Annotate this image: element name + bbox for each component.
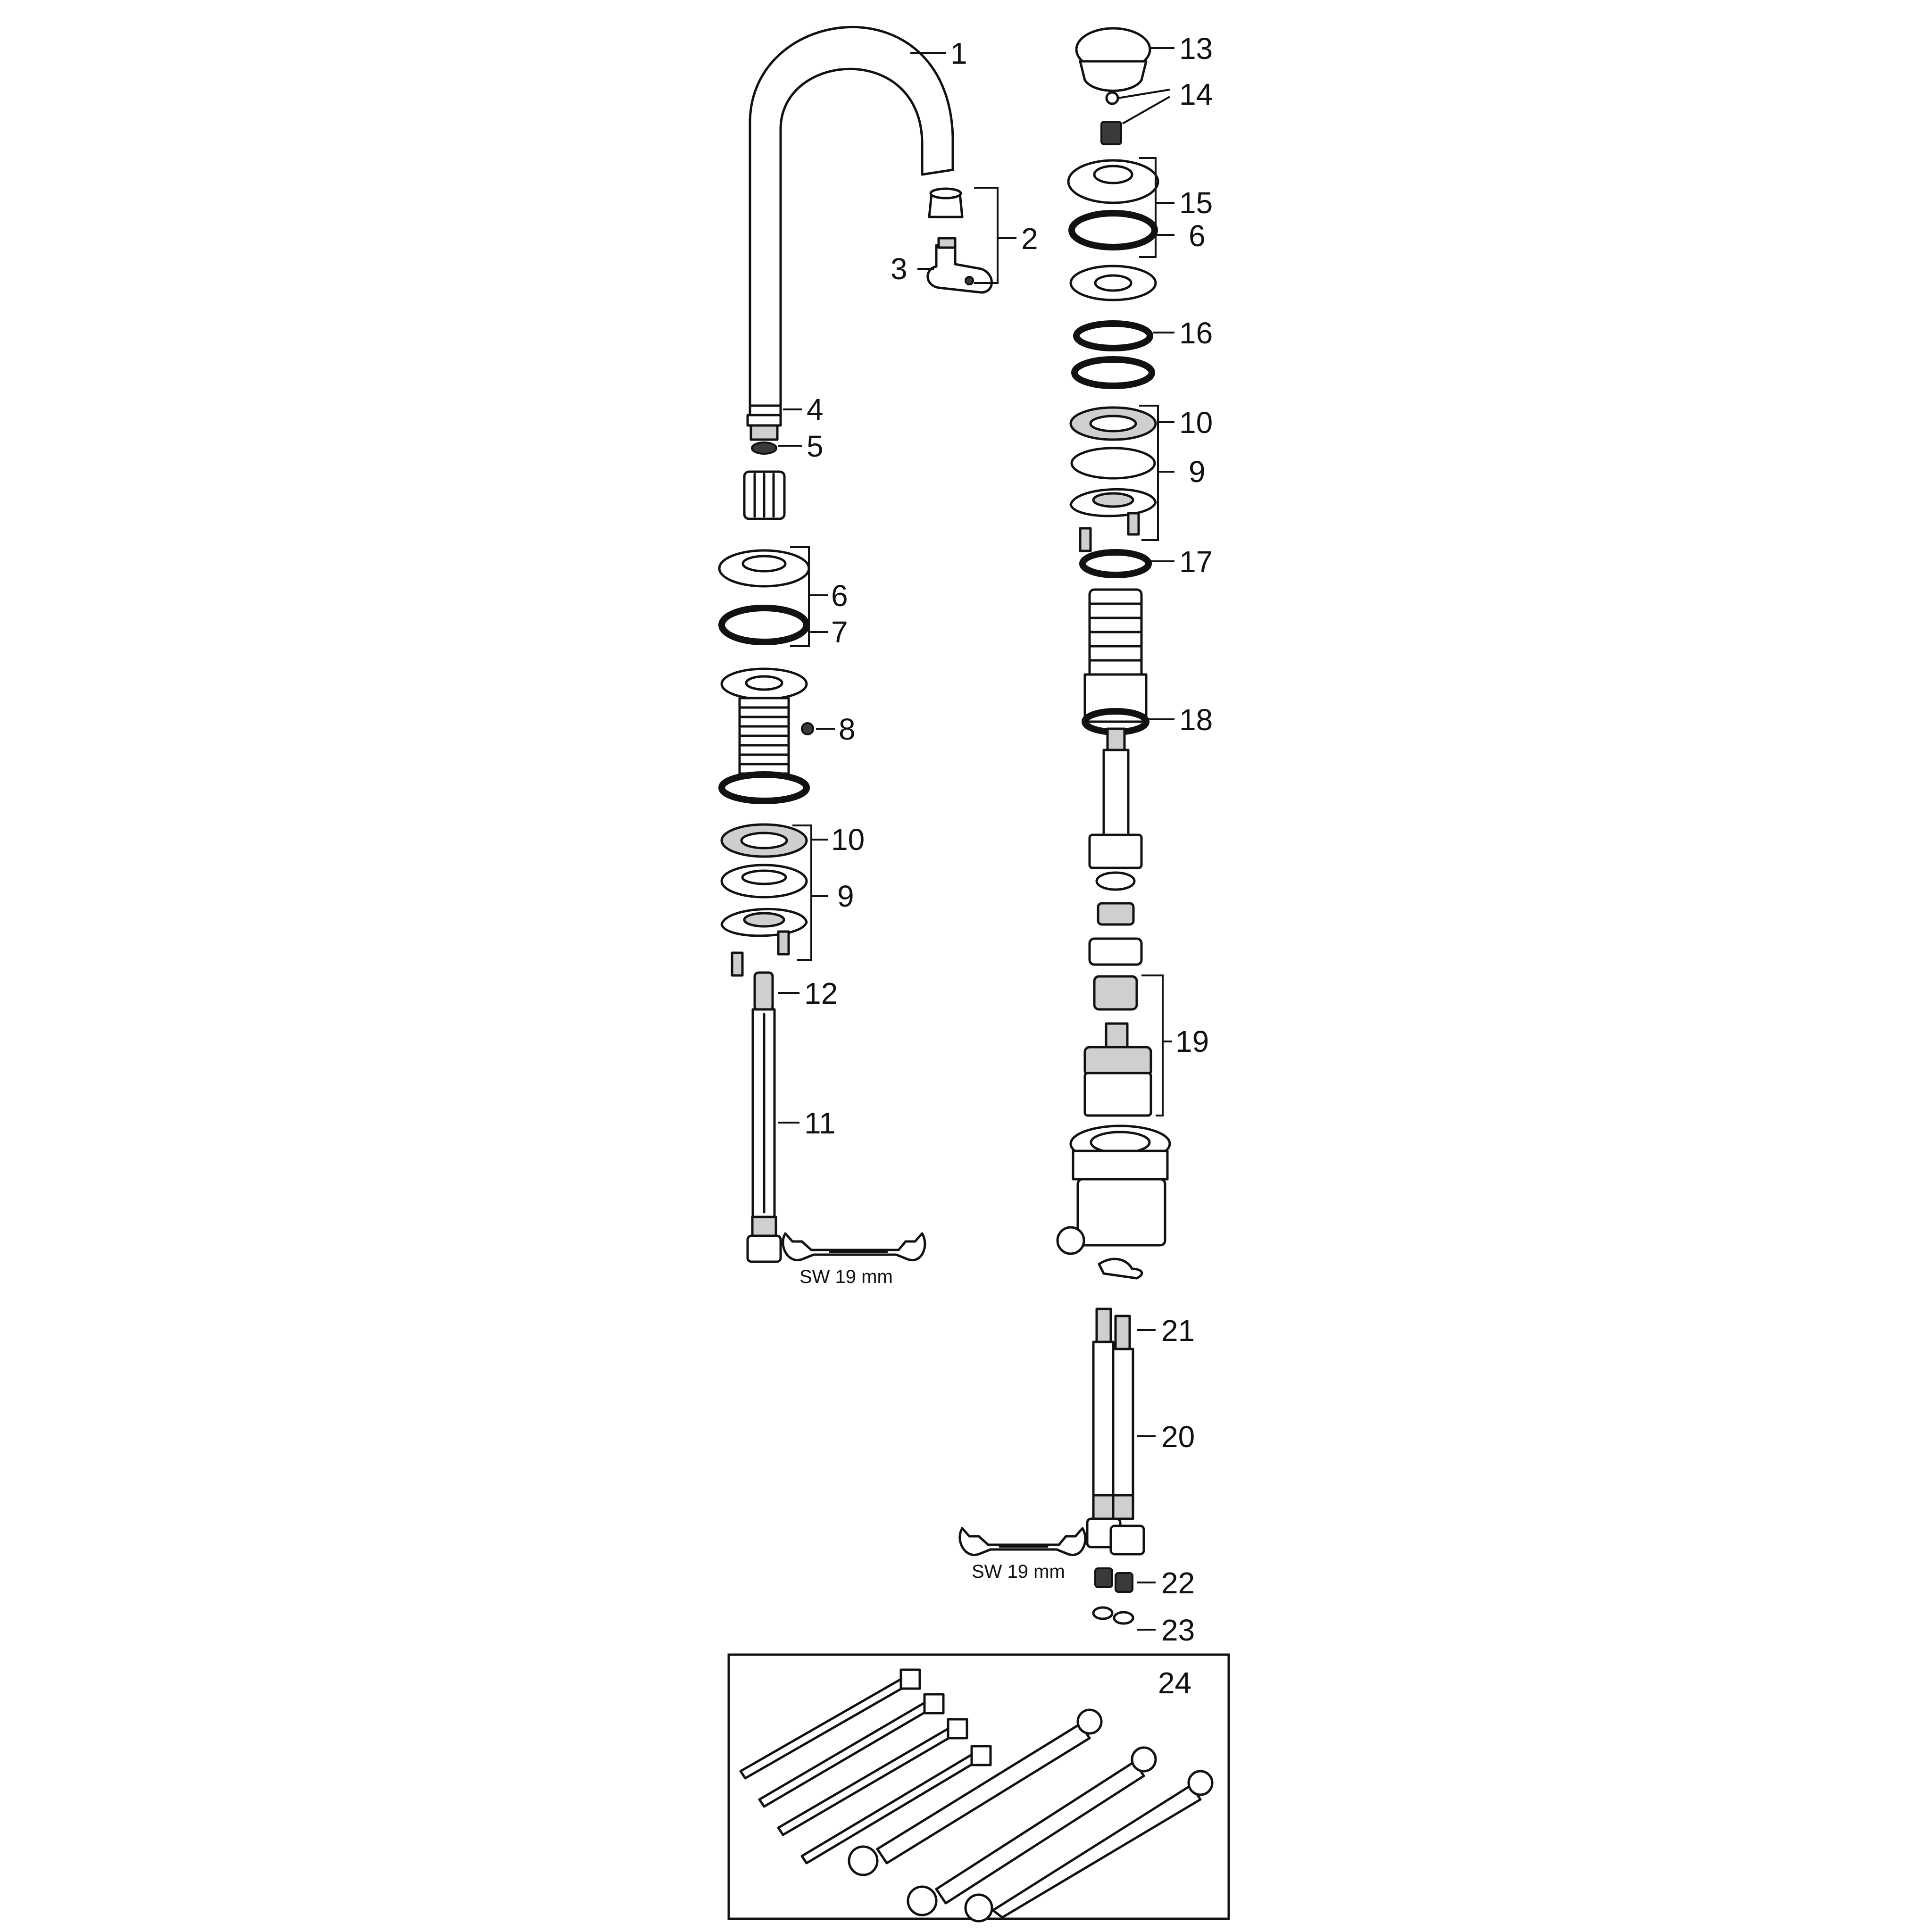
callout-16: 16 [1179, 316, 1213, 350]
callout-9b: 9 [1189, 455, 1206, 489]
supply-hose-part-11-12 [746, 971, 782, 1263]
callout-7: 7 [831, 615, 848, 649]
callout-2: 2 [1021, 222, 1038, 256]
connection-hoses-part-20-21 [1086, 1307, 1145, 1556]
callout-21: 21 [1161, 1314, 1195, 1348]
wrench-icon [958, 1527, 1087, 1557]
o-ring-part-6b [1068, 210, 1158, 250]
wrench-caption-right: SW 19 mm [972, 1561, 1065, 1582]
callout-14: 14 [1179, 77, 1213, 111]
callout-24: 24 [1158, 1666, 1191, 1700]
seal-ring-b [1071, 356, 1155, 389]
callout-13: 13 [1179, 32, 1213, 66]
threaded-spindle-part-18 [1082, 588, 1149, 869]
spindle-fittings [1088, 871, 1143, 966]
callout-10a: 10 [831, 823, 865, 857]
cable-ties [739, 1668, 992, 1865]
cap-part-15 [1067, 159, 1159, 204]
check-valves-part-22 [1094, 1567, 1133, 1593]
supply-hoses [848, 1708, 1214, 1923]
mounting-set-part-9a [720, 864, 808, 977]
o-ring-part-17 [1079, 549, 1152, 578]
aerator-part-2 [928, 187, 964, 218]
flange-nut [1069, 265, 1157, 301]
callout-8: 8 [839, 712, 856, 746]
leader-lines [778, 47, 1174, 1631]
spout-adapter [743, 470, 786, 520]
callout-17: 17 [1179, 545, 1213, 579]
callout-9a: 9 [837, 879, 854, 913]
callout-10b: 10 [1179, 406, 1213, 440]
filters-part-23 [1092, 1606, 1134, 1625]
o-ring-part-7 [718, 605, 810, 645]
cover-rosette-part-6 [718, 549, 810, 588]
spout-nipple-part-4-5 [746, 414, 782, 455]
o-ring-part-16 [1073, 320, 1153, 351]
callout-6b: 6 [1189, 219, 1206, 253]
callout-11: 11 [804, 1106, 835, 1140]
callout-6a: 6 [831, 579, 848, 613]
callout-4: 4 [807, 392, 824, 426]
callout-18: 18 [1179, 703, 1213, 737]
threaded-shank-part-8 [720, 667, 814, 775]
callout-3: 3 [891, 252, 908, 286]
aerator-key-part-3 [926, 237, 993, 294]
mounting-set-part-9b [1069, 447, 1157, 552]
valve-body [1056, 1124, 1171, 1280]
callout-22: 22 [1161, 1566, 1195, 1600]
seal-ring [718, 771, 810, 804]
handle-knob-part-13 [1075, 27, 1151, 92]
callout-19: 19 [1175, 1024, 1209, 1058]
callout-15: 15 [1179, 186, 1213, 220]
spout-part-1 [749, 26, 954, 416]
callout-23: 23 [1161, 1613, 1195, 1647]
wrench-caption-left: SW 19 mm [799, 1266, 893, 1287]
callout-12: 12 [804, 976, 838, 1010]
callout-1: 1 [950, 36, 967, 70]
cartridge-part-19 [1083, 975, 1152, 1117]
wrench-icon [782, 1232, 926, 1262]
callout-5: 5 [807, 429, 824, 463]
screw-and-adapter-part-14 [1100, 91, 1122, 145]
callout-20: 20 [1161, 1420, 1195, 1454]
callout-numbers: 1 2 3 4 5 6 7 8 10 9 12 11 13 14 15 6 16… [799, 32, 1213, 1700]
